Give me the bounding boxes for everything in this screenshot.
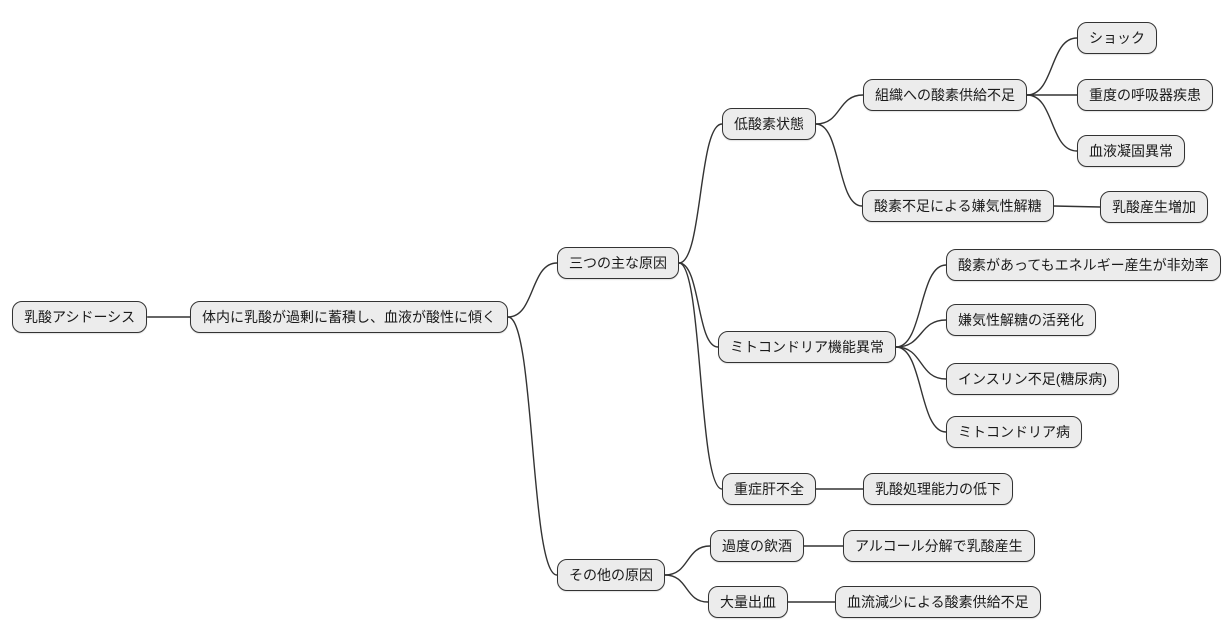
- mindmap-node-tissue-oxygen: 組織への酸素供給不足: [863, 79, 1027, 111]
- mindmap-node-blood-flow: 血流減少による酸素供給不足: [835, 586, 1041, 618]
- edge-hypoxia-anaerobic-glycolysis: [815, 123, 863, 207]
- mindmap-node-inefficient-energy: 酸素があってもエネルギー産生が非効率: [946, 249, 1221, 281]
- mindmap-node-glycolysis-activation: 嫌気性解糖の活発化: [946, 304, 1096, 336]
- mindmap-node-root: 乳酸アシドーシス: [12, 301, 148, 333]
- mindmap-node-mito-disease: ミトコンドリア病: [946, 416, 1082, 448]
- mindmap-node-coagulation: 血液凝固異常: [1077, 135, 1185, 167]
- mindmap-node-other-causes: その他の原因: [557, 559, 665, 591]
- edge-other-causes-bleeding: [664, 574, 709, 603]
- mindmap-node-definition: 体内に乳酸が過剰に蓄積し、血液が酸性に傾く: [190, 301, 508, 333]
- mindmap-node-three-causes: 三つの主な原因: [557, 247, 679, 279]
- edge-other-causes-alcohol: [664, 545, 711, 576]
- edge-three-causes-liver-failure: [678, 262, 723, 490]
- edge-mito-dysfunction-inefficient-energy: [895, 264, 947, 348]
- mindmap-node-bleeding: 大量出血: [708, 586, 788, 618]
- edge-three-causes-mito-dysfunction: [678, 262, 719, 348]
- mindmap-node-lactate-increase: 乳酸産生増加: [1100, 191, 1208, 223]
- mindmap-node-shock: ショック: [1077, 22, 1157, 54]
- mindmap-node-liver-failure: 重症肝不全: [722, 473, 816, 505]
- mindmap-node-hypoxia: 低酸素状態: [722, 108, 816, 140]
- edge-three-causes-hypoxia: [678, 123, 723, 264]
- edge-mito-dysfunction-insulin-deficiency: [895, 346, 947, 380]
- mindmap-node-alcohol-metabolism: アルコール分解で乳酸産生: [843, 530, 1035, 562]
- mindmap-node-lactate-clearance: 乳酸処理能力の低下: [863, 473, 1013, 505]
- mindmap-node-respiratory: 重度の呼吸器疾患: [1077, 79, 1213, 111]
- edge-definition-other-causes: [507, 316, 558, 576]
- edge-hypoxia-tissue-oxygen: [815, 94, 864, 125]
- edge-anaerobic-glycolysis-lactate-increase: [1053, 205, 1101, 208]
- mindmap-node-anaerobic-glycolysis: 酸素不足による嫌気性解糖: [862, 190, 1054, 222]
- edge-definition-three-causes: [507, 262, 558, 318]
- mindmap-node-mito-dysfunction: ミトコンドリア機能異常: [718, 331, 896, 363]
- mindmap-node-insulin-deficiency: インスリン不足(糖尿病): [946, 363, 1120, 395]
- edge-mito-dysfunction-glycolysis-activation: [895, 319, 947, 348]
- edge-tissue-oxygen-shock: [1026, 37, 1078, 96]
- edge-tissue-oxygen-coagulation: [1026, 94, 1078, 152]
- mindmap-node-alcohol: 過度の飲酒: [710, 530, 804, 562]
- edge-mito-dysfunction-mito-disease: [895, 346, 947, 433]
